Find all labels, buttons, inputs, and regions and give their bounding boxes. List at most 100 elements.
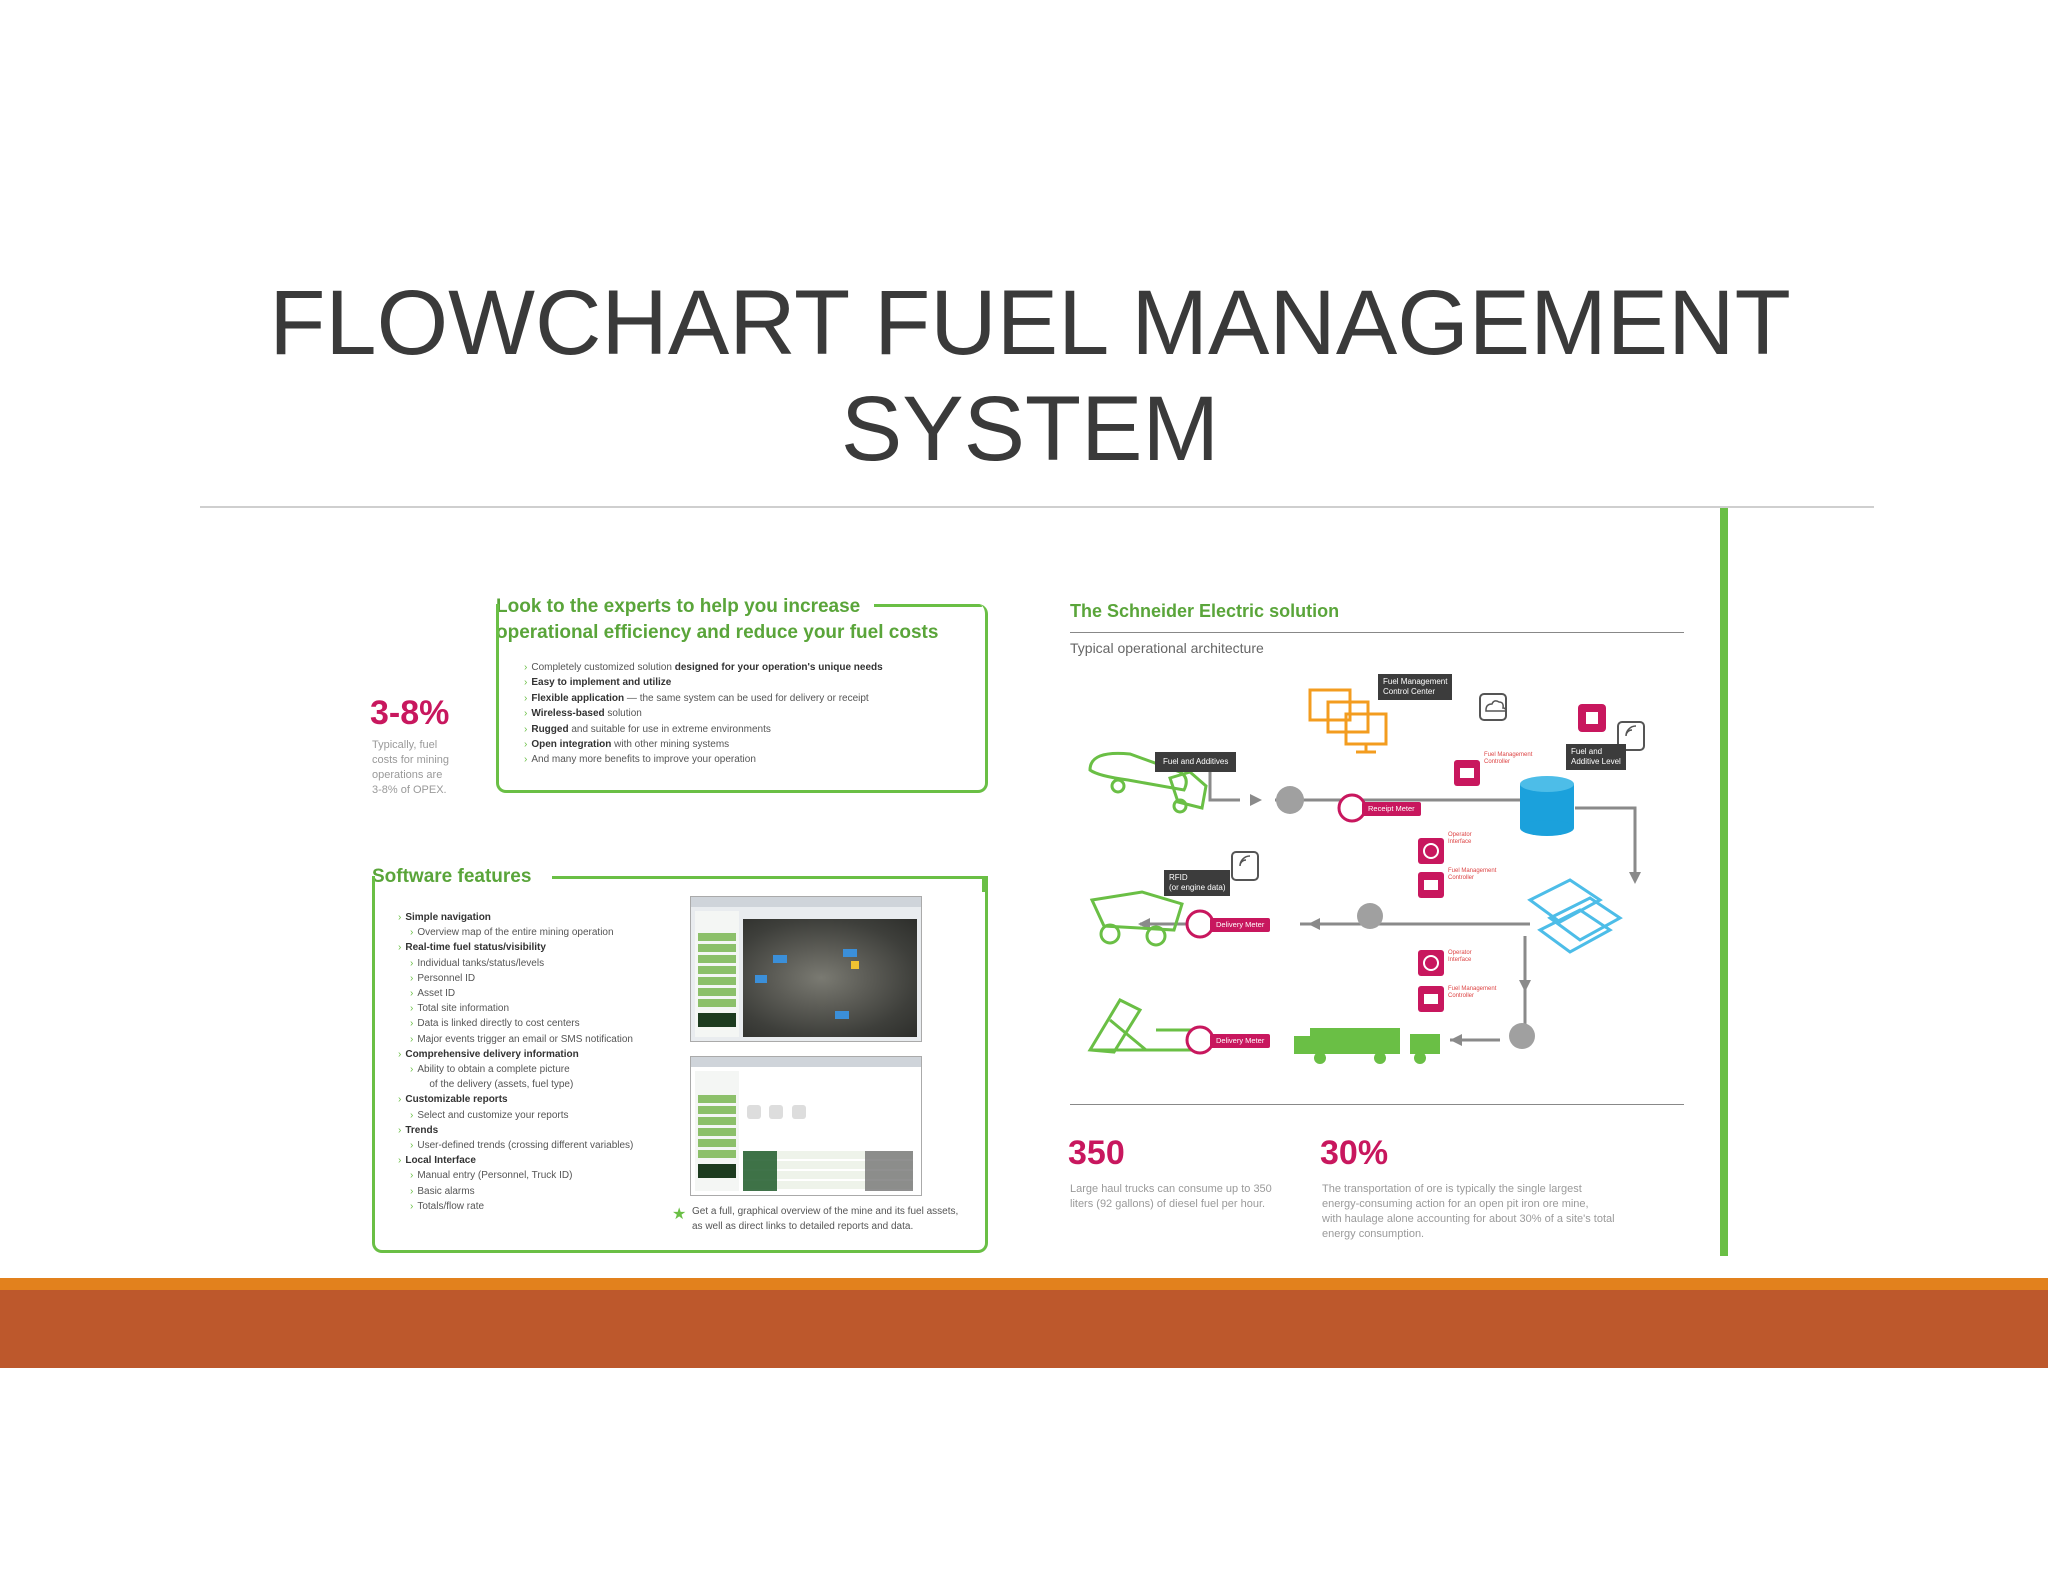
solution-heading-rule [1070,632,1684,633]
feature-item: ›Simple navigation [398,910,633,925]
screenshot-sidebar-btn [698,955,736,963]
software-features-heading: Software features [372,866,532,887]
caption-star-icon: ★ [672,1206,687,1223]
screenshot-sidebar-btn [698,933,736,941]
feature-text: Totals/flow rate [417,1200,485,1212]
fm-controller-label-bottom: Fuel Management Controller [1448,986,1496,1000]
label-line: (or engine data) [1169,883,1226,892]
experts-item: ›Easy to implement and utilize [524,677,672,689]
bottom-accent-stripe [0,1278,2048,1290]
label-line: Operator [1448,832,1472,838]
label-line: Control Center [1383,687,1436,696]
feature-text: Major events trigger an email or SMS not… [417,1033,633,1045]
cloud-icon [1479,693,1507,721]
stat-3-8-line: 3-8% of OPEX. [372,784,447,796]
arrow-down-icon [1519,980,1531,992]
screenshot-tank-icons [747,1105,817,1121]
operator-interface-icon [1418,838,1444,864]
feature-text: Real-time fuel status/visibility [405,942,546,954]
bullet-arrow-icon: › [410,1140,414,1152]
bottom-accent-band [0,1290,2048,1368]
screenshot-sidebar-btn [698,1150,736,1158]
feature-text: Ability to obtain a complete picture [417,1064,570,1076]
feature-text: Data is linked directly to cost centers [417,1018,580,1030]
controller-screen [1460,768,1474,778]
bullet-arrow-icon: › [410,1170,414,1182]
feature-text: Select and customize your reports [417,1109,569,1121]
stat-30-percent-text: The transportation of ore is typically t… [1322,1182,1615,1242]
stat-3-8-text: Typically, fuel costs for mining operati… [372,738,449,798]
feature-item: ›Personnel ID [398,971,633,986]
bullet-arrow-icon: › [398,1124,402,1136]
screenshot-toolbar [691,1057,921,1067]
bullet-arrow-icon: › [398,1155,402,1167]
stat-30-line: The transportation of ore is typically t… [1322,1183,1582,1195]
bullet-arrow-icon: › [410,988,414,1000]
feature-text: Individual tanks/status/levels [417,957,545,969]
operator-interface-label-mid: Operator Interface [1448,832,1472,846]
feature-text: Overview map of the entire mining operat… [417,927,614,939]
caption-line: Get a full, graphical overview of the mi… [692,1206,959,1217]
haul-truck-icon [1089,890,1184,947]
bullet-arrow-icon: › [398,1094,402,1106]
screenshot-sidebar-btn [698,977,736,985]
bullet-arrow-icon: › [398,912,402,923]
feature-item: ›Overview map of the entire mining opera… [398,925,633,940]
fuel-delivery-truck-icon [1294,1028,1440,1064]
feature-text: Customizable reports [405,1094,508,1106]
arrow-left-icon [1450,1034,1462,1046]
green-accent-bar [1720,508,1728,1256]
screenshot-table [743,1151,913,1191]
feature-item: ›Ability to obtain a complete picture [398,1062,633,1077]
screenshot-sidebar-btn [698,1095,736,1103]
pump-icon [1357,903,1383,929]
screenshot-aerial-map [743,919,917,1037]
feature-item: ›User-defined trends (crossing different… [398,1138,633,1153]
feature-item: ›Comprehensive delivery information [398,1047,633,1062]
flow-line-trucks-to-receipt [1208,760,1240,802]
label-line: Fuel Management [1448,986,1497,992]
software-screenshot-map [690,896,922,1042]
software-features-box-top [552,876,985,879]
feature-item: ›Trends [398,1123,633,1138]
operator-interface-label-bottom: Operator Interface [1448,950,1472,964]
operator-interface-symbol [1423,843,1439,859]
feature-text: of the delivery (assets, fuel type) [429,1079,574,1091]
fuel-additives-label: Fuel and Additives [1155,752,1237,772]
map-marker [835,1011,849,1019]
monitors-icon [1308,688,1388,754]
bullet-arrow-icon: › [410,1033,414,1045]
feature-item: ›Data is linked directly to cost centers [398,1016,633,1031]
map-marker [755,975,767,983]
screenshot-caption: Get a full, graphical overview of the mi… [692,1204,958,1234]
screenshot-table-col [865,1151,913,1191]
screenshot-sidebar-btn [698,1128,736,1136]
bullet-arrow-icon: › [398,942,402,954]
bullet-arrow-icon: › [410,1200,414,1212]
screenshot-sidebar-status [698,1013,736,1027]
rfid-label: RFID (or engine data) [1164,870,1231,896]
feature-item: ›Major events trigger an email or SMS no… [398,1032,633,1047]
experts-item: ›Completely customized solution designed… [524,662,883,673]
feature-text: Basic alarms [417,1185,475,1197]
stat-30-line: energy-consuming action for an open pit … [1322,1198,1589,1210]
bullet-arrow-icon: › [410,1109,414,1121]
feature-item: ›Local Interface [398,1153,633,1168]
screenshot-sidebar [695,1071,739,1191]
software-screenshot-reports [690,1056,922,1196]
experts-list: ›Completely customized solution designed… [524,660,883,768]
flow-arrows [1138,794,1641,1046]
feature-item: ›Basic alarms [398,1184,633,1199]
slide-title: FLOWCHART FUEL MANAGEMENT SYSTEM [200,270,1860,482]
receipt-meter-label: Receipt Meter [1362,802,1421,816]
feature-text: Asset ID [417,988,456,1000]
main-tank-icon [1520,776,1574,836]
stat-350-text: Large haul trucks can consume up to 350 … [1070,1182,1272,1212]
tank-icon [769,1105,784,1119]
experts-heading-line-1: Look to the experts to help you increase [496,596,861,617]
pump-icon [1276,786,1304,814]
experts-item: ›Open integration with other mining syst… [524,739,730,751]
feature-item: ›of the delivery (assets, fuel type) [398,1077,633,1092]
title-divider [200,506,1874,508]
screenshot-sidebar-btn [698,999,736,1007]
